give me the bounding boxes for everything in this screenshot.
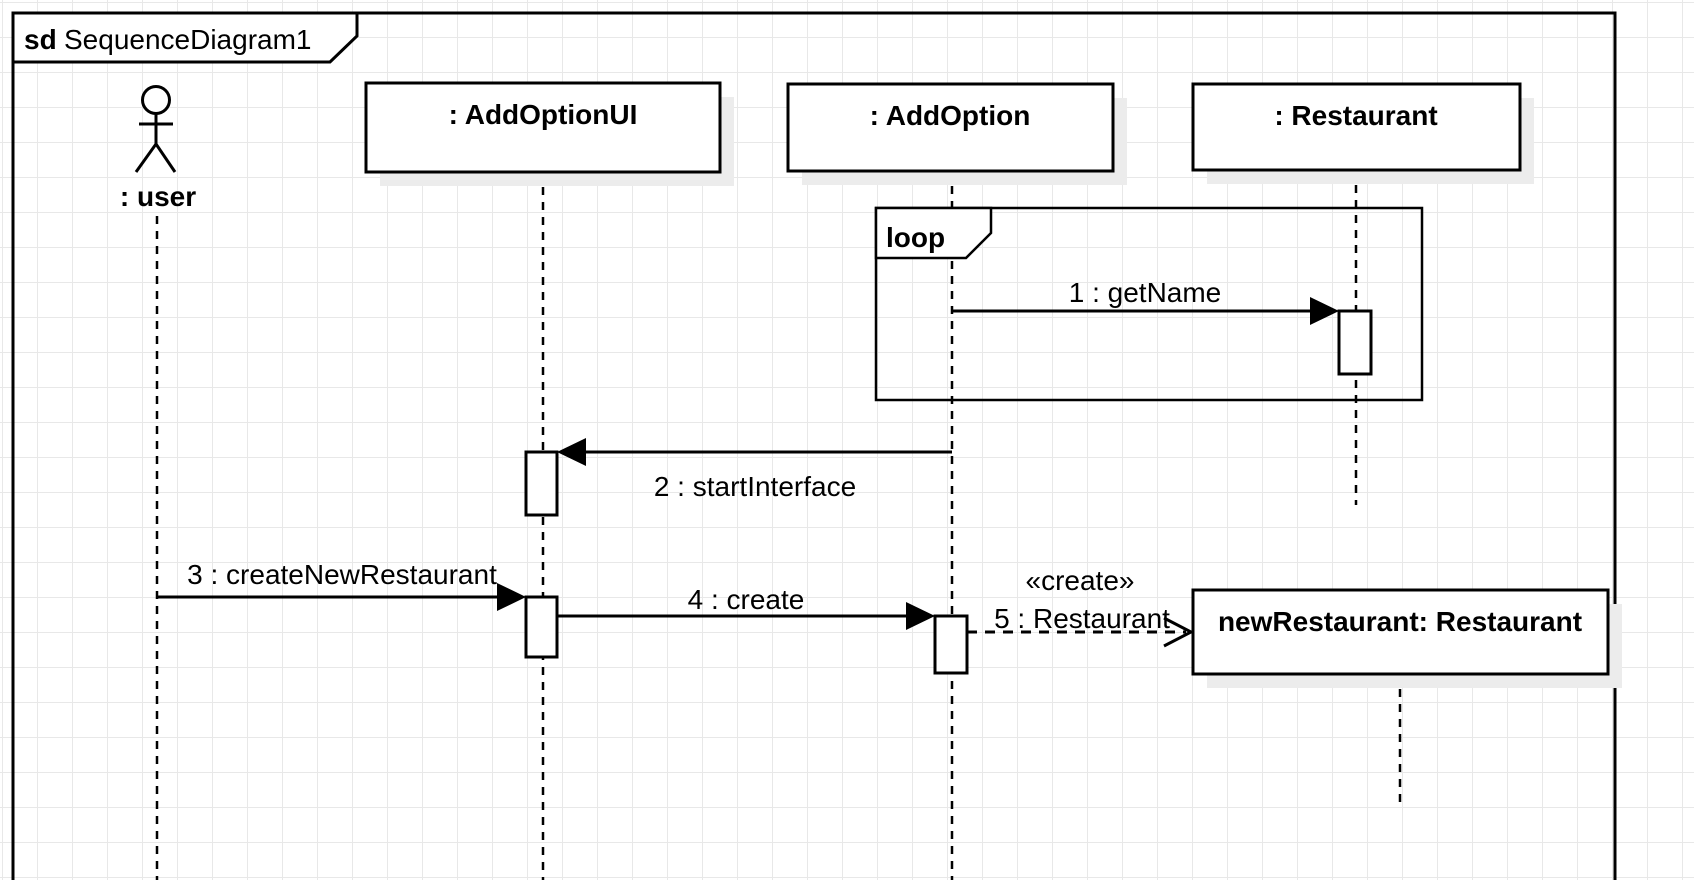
sd-frame-title: SequenceDiagram1 bbox=[64, 24, 312, 55]
message-label: 2 : startInterface bbox=[654, 471, 856, 502]
arrowhead-open bbox=[1163, 616, 1195, 648]
arrowhead-filled bbox=[557, 438, 586, 466]
message-stereotype: «create» bbox=[1026, 565, 1135, 596]
arrowhead-filled bbox=[497, 583, 526, 611]
lifeline-box bbox=[364, 81, 722, 174]
lifeline-head-restaurant[interactable]: : Restaurant bbox=[1191, 82, 1534, 184]
message-2-startinterface[interactable]: 2 : startInterface bbox=[557, 438, 952, 502]
sd-frame-label-pentagon bbox=[11, 11, 359, 64]
message-5-create-restaurant[interactable]: «create» 5 : Restaurant bbox=[967, 565, 1195, 648]
lifeline-label: : AddOption bbox=[870, 100, 1031, 131]
lifeline-head-addoption[interactable]: : AddOption bbox=[786, 82, 1127, 185]
lifeline-box bbox=[1191, 82, 1522, 172]
lifeline-head-addoptionui[interactable]: : AddOptionUI bbox=[364, 81, 734, 186]
activation-bars bbox=[524, 309, 1373, 675]
message-label: 4 : create bbox=[688, 584, 805, 615]
lifeline-label: : Restaurant bbox=[1274, 100, 1437, 131]
lifeline-box bbox=[786, 82, 1115, 173]
sd-frame-keyword: sd bbox=[24, 24, 57, 55]
arrowhead-filled bbox=[1310, 297, 1339, 325]
lifeline-label: : AddOptionUI bbox=[449, 99, 638, 130]
created-object-newrestaurant[interactable]: newRestaurant: Restaurant bbox=[1191, 588, 1622, 688]
loop-operator-pentagon bbox=[874, 206, 993, 260]
actor-head bbox=[141, 85, 171, 115]
arrowhead-filled bbox=[906, 602, 935, 630]
message-1-getname[interactable]: 1 : getName bbox=[952, 277, 1339, 325]
loop-fragment[interactable]: loop bbox=[874, 206, 1424, 402]
sd-frame-border bbox=[11, 11, 1617, 880]
actor-leg-right bbox=[154, 143, 177, 173]
loop-fragment-border bbox=[874, 206, 1424, 402]
actor-leg-left bbox=[134, 143, 158, 173]
message-label: 3 : createNewRestaurant bbox=[187, 559, 497, 590]
loop-operator-label: loop bbox=[886, 222, 945, 253]
activation-restaurant[interactable] bbox=[1337, 309, 1373, 376]
message-4-create[interactable]: 4 : create bbox=[557, 584, 935, 630]
actor-label: : user bbox=[120, 181, 196, 212]
activation-addoption[interactable] bbox=[933, 614, 969, 675]
created-object-label: newRestaurant: Restaurant bbox=[1218, 606, 1582, 637]
actor-user[interactable] bbox=[134, 85, 177, 173]
sd-frame[interactable]: sd SequenceDiagram1 bbox=[11, 11, 1617, 880]
activation-addoptionui-create[interactable] bbox=[524, 595, 559, 659]
message-label: 5 : Restaurant bbox=[994, 603, 1170, 634]
message-label: 1 : getName bbox=[1069, 277, 1222, 308]
message-3-createnewrestaurant[interactable]: 3 : createNewRestaurant bbox=[157, 559, 526, 611]
activation-addoptionui-start[interactable] bbox=[524, 450, 559, 517]
